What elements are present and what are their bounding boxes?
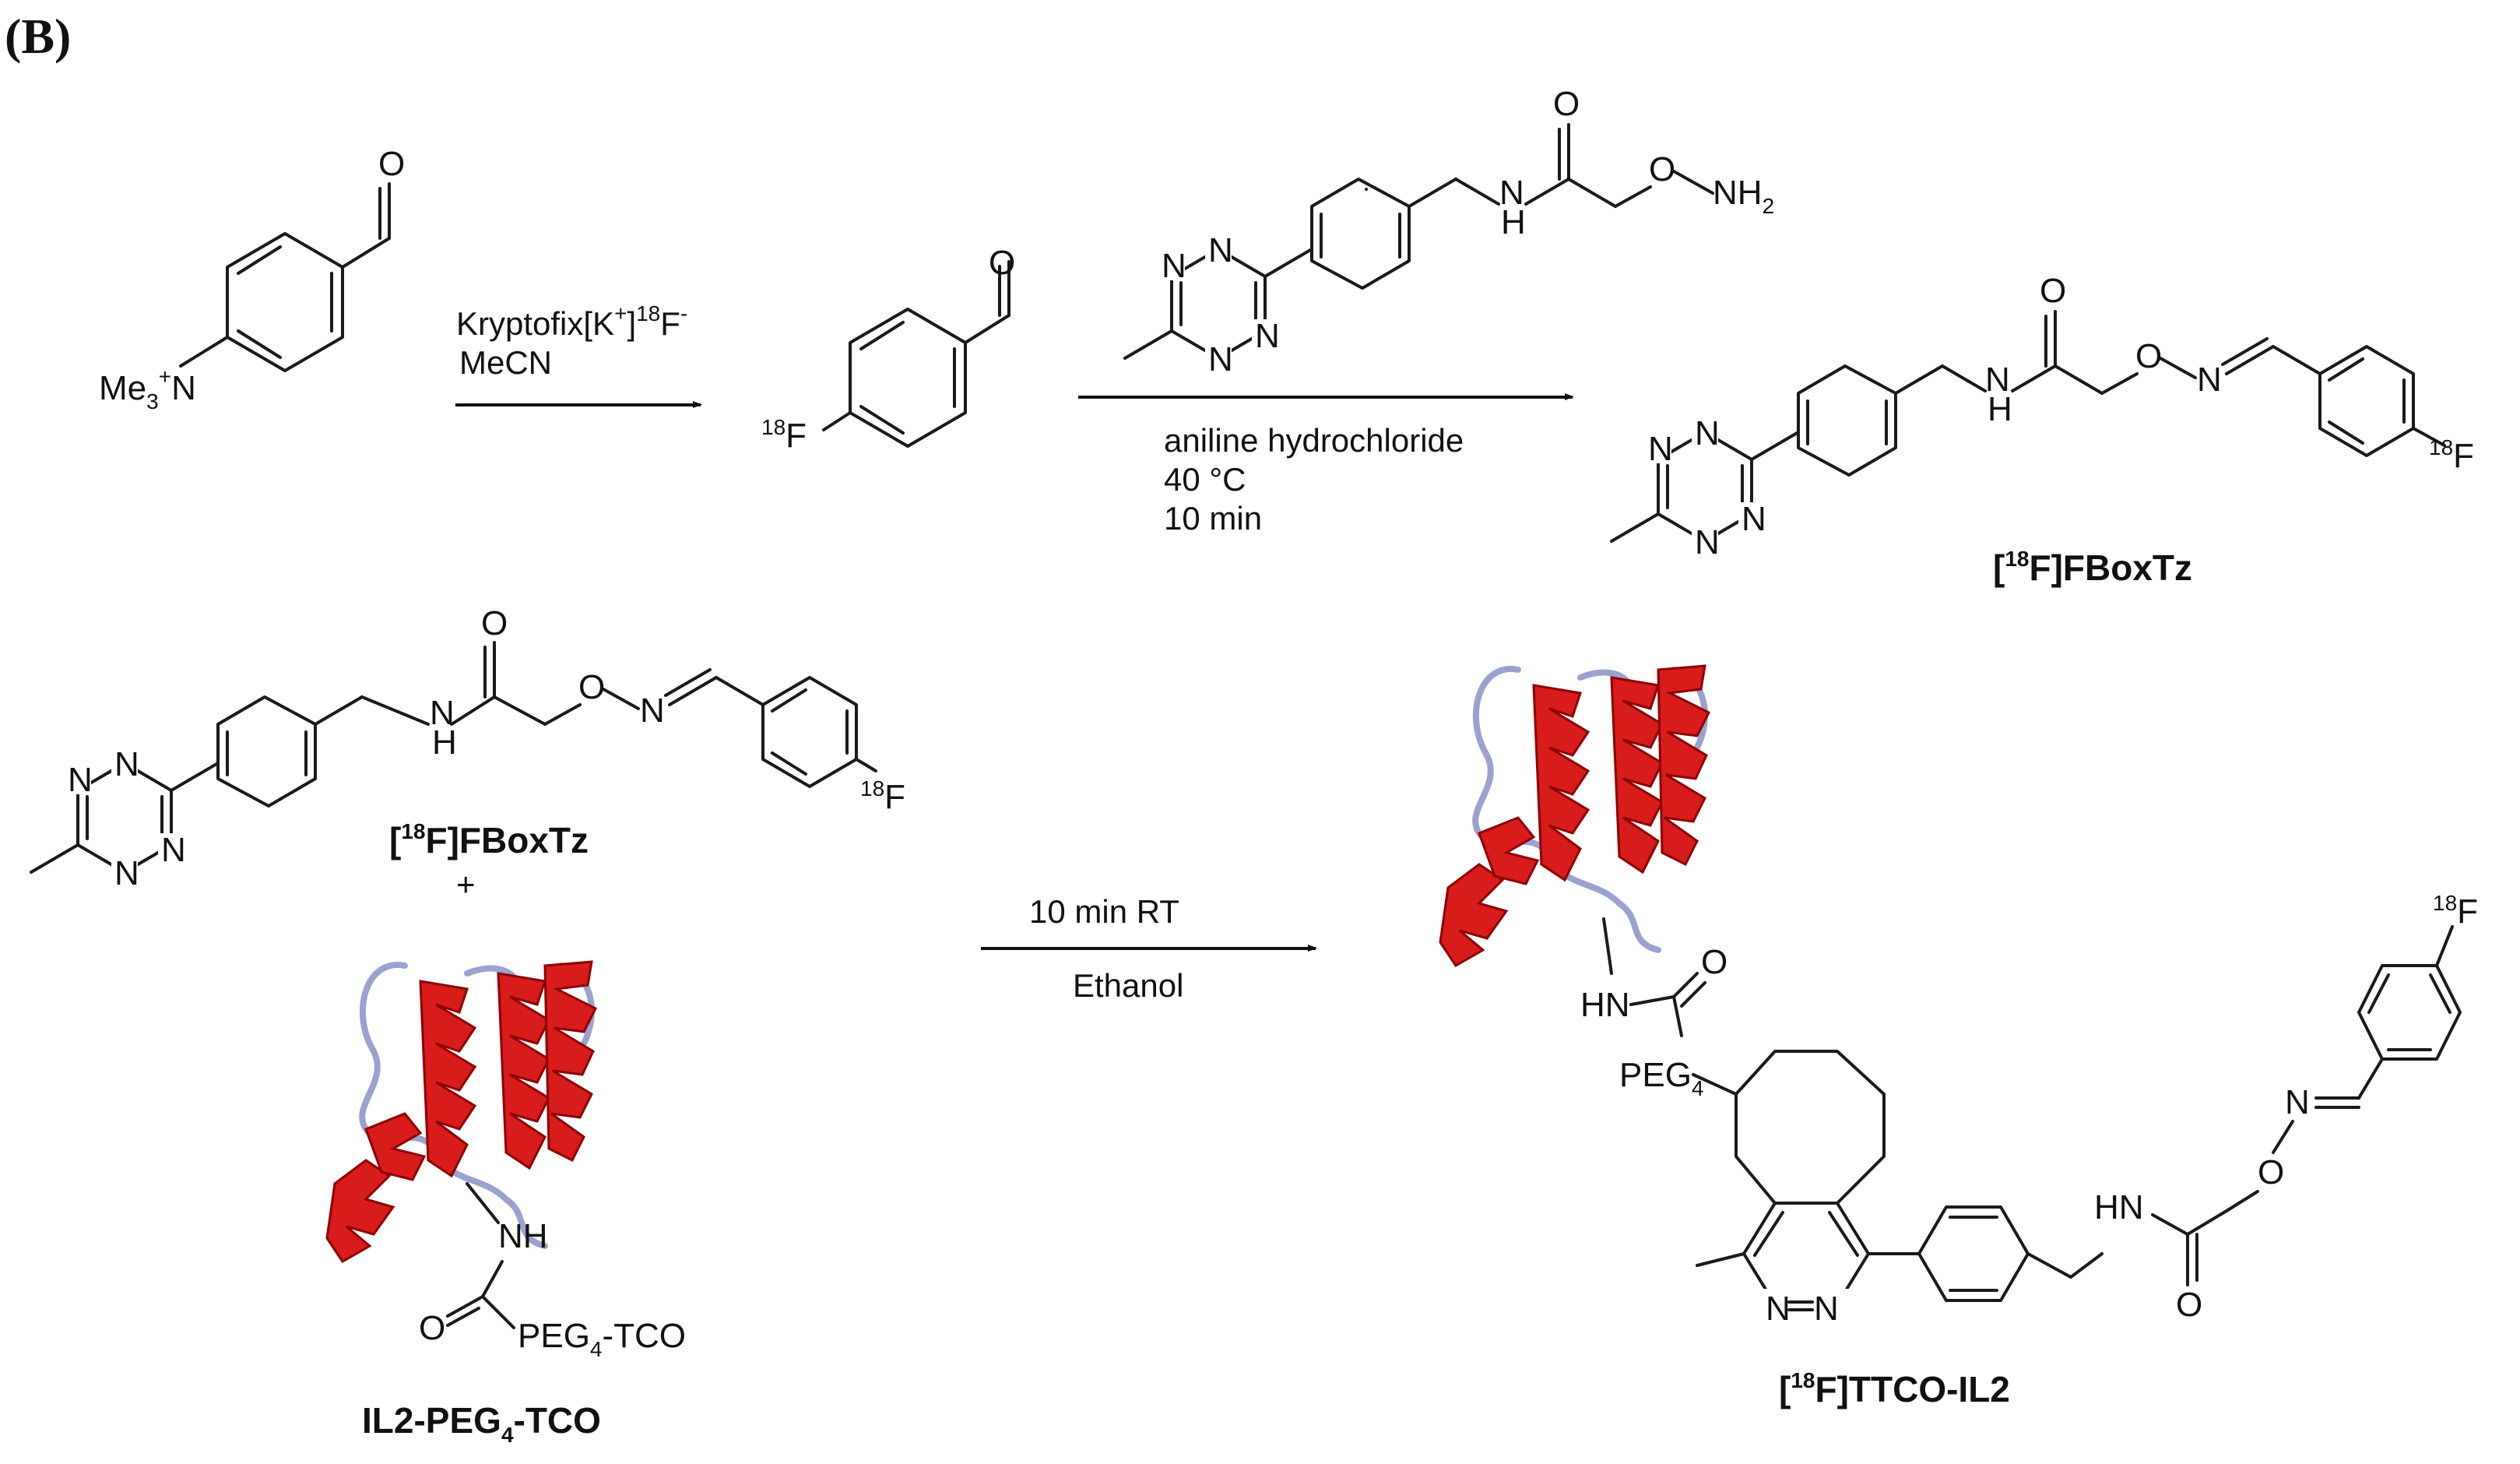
ether-oxygen: O	[578, 668, 605, 706]
fluorine-18-atom: 18F	[761, 415, 807, 455]
arrow-click-reaction: 10 min RT Ethanol	[981, 893, 1318, 1004]
arrow-oxime-ligation: aniline hydrochloride 40 °C 10 min	[1078, 393, 1575, 537]
peg-tco-group: PEG4-TCO	[518, 1317, 686, 1361]
oxime-n: N	[2285, 1083, 2310, 1121]
condition-time-temp: 10 min RT	[1029, 893, 1179, 930]
il2-peg-linker: NH O PEG4-TCO	[419, 1217, 686, 1361]
amide-nh: NH	[498, 1217, 548, 1255]
amide-n: N	[1985, 361, 2010, 399]
il2-protein-cartoon	[325, 960, 598, 1263]
tetrazine-n: N	[68, 761, 93, 799]
product-label-ttco-il2: [18F]TTCO-IL2	[1779, 1368, 2010, 1409]
carbonyl-oxygen: O	[2176, 1286, 2202, 1324]
oxime-n: N	[2197, 361, 2222, 399]
carbonyl-oxygen: O	[1701, 943, 1727, 981]
amide-h: H	[1988, 390, 2012, 428]
condition-solvent: Ethanol	[1073, 967, 1183, 1004]
ether-oxygen: O	[2135, 337, 2162, 375]
condition-time: 10 min	[1164, 500, 1262, 537]
product-label-fboxtz: [18F]FBoxTz	[1993, 547, 2192, 588]
reagent-kryptofix: Kryptofix[K+]18F-	[456, 301, 687, 342]
aldehyde-oxygen: O	[378, 145, 405, 183]
ether-oxygen: O	[1649, 150, 1675, 188]
trimethylammonium-group: Me3+N	[99, 364, 196, 414]
amide-h: H	[1501, 203, 1526, 241]
carbonyl-oxygen: O	[2040, 272, 2066, 310]
tetrazine-n: N	[1695, 414, 1720, 452]
pyridazine-n: N	[1766, 1290, 1791, 1328]
reactant-label-fboxtz: [18F]FBoxTz	[389, 819, 589, 860]
amide-h: H	[432, 723, 457, 762]
pyridazine-n: N	[1814, 1290, 1839, 1328]
ether-oxygen: O	[2258, 1153, 2284, 1191]
tetrazine-n: N	[161, 831, 186, 869]
reactant-label-il2: IL2-PEG4-TCO	[362, 1400, 601, 1447]
carbonyl-oxygen: O	[481, 604, 508, 642]
fluorine-18-atom: 18F	[860, 776, 905, 816]
amide-hn: HN	[1580, 986, 1630, 1024]
amide-hn: HN	[2094, 1188, 2144, 1226]
fboxtz-reactant-left: N N N N O N H O N 18F	[30, 604, 905, 892]
tetrazine-n: N	[1208, 340, 1233, 378]
aminooxy-tetrazine-reagent: N N N N O N H O NH2	[1123, 85, 1774, 378]
aldehyde-oxygen-2: O	[989, 244, 1015, 282]
tetrazine-n: N	[1742, 500, 1766, 538]
oxime-n: N	[640, 692, 665, 730]
fluorobenzaldehyde: O 18F	[761, 244, 1015, 455]
carbonyl-oxygen: O	[1553, 85, 1580, 123]
tetrazine-n: N	[114, 745, 139, 783]
amide-n: N	[1499, 174, 1524, 212]
carbonyl-oxygen: O	[419, 1309, 445, 1347]
reagent-solvent: MeCN	[459, 344, 552, 381]
fluorine-18-atom: 18F	[2429, 435, 2474, 475]
peg-group: PEG4	[1619, 1056, 1704, 1100]
condition-temperature: 40 °C	[1164, 461, 1246, 498]
condition-catalyst: aniline hydrochloride	[1164, 422, 1464, 459]
tetrazine-n: N	[1648, 430, 1673, 468]
amine-group: NH2	[1713, 174, 1774, 218]
tetrazine-n: N	[1695, 523, 1720, 561]
fluorine-18-atom: 18F	[2433, 891, 2478, 931]
arrow-fluorination: Kryptofix[K+]18F- MeCN	[455, 301, 703, 409]
il2-protein-cartoon-product	[1439, 664, 1711, 975]
tetrazine-n: N	[1208, 231, 1233, 269]
panel-label: (B)	[5, 9, 71, 64]
trimethylammonium-benzaldehyde: O Me3+N	[99, 145, 405, 414]
tetrazine-n: N	[1255, 317, 1280, 355]
tetrazine-n: N	[114, 854, 139, 892]
fboxtz-product-top: N N N N O N H O N 18F	[1610, 272, 2474, 561]
tetrazine-n: N	[1162, 247, 1186, 285]
plus-sign: +	[456, 866, 476, 903]
amide-n: N	[430, 694, 455, 732]
ttco-il2-structure: HN O PEG4 N N HN O O N	[1580, 891, 2478, 1328]
